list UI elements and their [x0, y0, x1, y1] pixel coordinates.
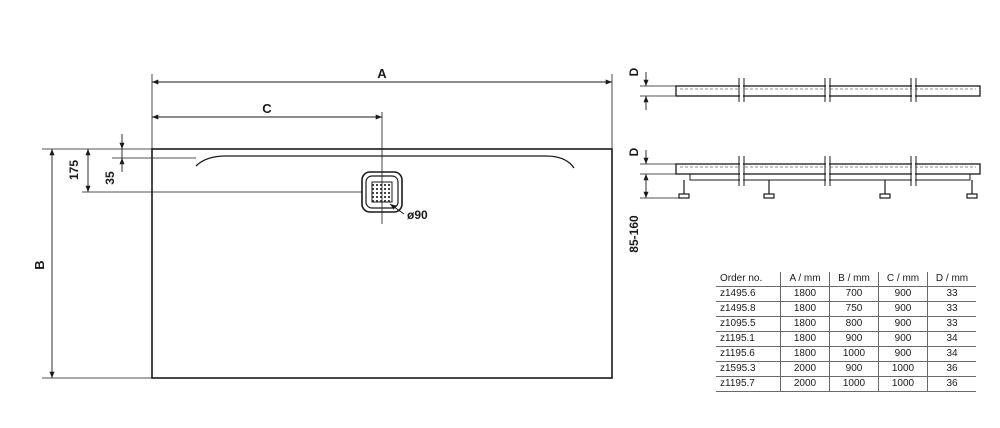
col-order-no: Order no.	[716, 272, 781, 287]
cell-b: 800	[829, 316, 879, 332]
dim-leg-height-label: 85-160	[627, 215, 641, 253]
cell-a: 1800	[780, 286, 830, 302]
dim-c-label: C	[262, 101, 272, 116]
cell-a: 2000	[780, 376, 830, 392]
cell-order-no: z1195.1	[716, 331, 781, 347]
col-b: B / mm	[829, 272, 879, 287]
dimensions-table: Order no. A / mm B / mm C / mm D / mm z1…	[716, 272, 976, 392]
cell-c: 1000	[878, 376, 928, 392]
cell-d: 34	[927, 331, 976, 347]
table-row: z1195.6 1800 1000 900 34	[716, 346, 976, 362]
cell-a: 1800	[780, 301, 830, 317]
table-header-row: Order no. A / mm B / mm C / mm D / mm	[716, 272, 976, 287]
cell-b: 900	[829, 331, 879, 347]
table-row: z1095.5 1800 800 900 33	[716, 316, 976, 332]
cell-c: 900	[878, 331, 928, 347]
col-c: C / mm	[878, 272, 928, 287]
dim-175-label: 175	[67, 160, 81, 180]
cell-c: 900	[878, 286, 928, 302]
table-row: z1495.8 1800 750 900 33	[716, 301, 976, 317]
dim-d-bottom-label: D	[627, 147, 641, 156]
col-d: D / mm	[927, 272, 976, 287]
diameter-leader	[389, 203, 405, 215]
cell-d: 33	[927, 301, 976, 317]
drain-diameter-label: ø90	[407, 208, 428, 222]
cell-a: 1800	[780, 346, 830, 362]
cell-c: 900	[878, 346, 928, 362]
cell-c: 900	[878, 301, 928, 317]
cell-a: 1800	[780, 316, 830, 332]
cell-d: 34	[927, 346, 976, 362]
cell-b: 750	[829, 301, 879, 317]
break-marks-flat	[738, 78, 917, 102]
cell-a: 2000	[780, 361, 830, 377]
cell-a: 1800	[780, 331, 830, 347]
support-legs	[678, 180, 978, 199]
cell-d: 36	[927, 376, 976, 392]
dim-d-top-label: D	[627, 67, 641, 76]
cell-order-no: z1095.5	[716, 316, 781, 332]
cell-c: 1000	[878, 361, 928, 377]
cell-d: 36	[927, 361, 976, 377]
cell-d: 33	[927, 286, 976, 302]
dim-35-label: 35	[103, 171, 117, 185]
col-a: A / mm	[780, 272, 830, 287]
slope-ridge	[195, 155, 575, 169]
cell-b: 1000	[829, 376, 879, 392]
table-row: z1195.7 2000 1000 1000 36	[716, 376, 976, 392]
cell-b: 700	[829, 286, 879, 302]
plan-view	[42, 74, 613, 379]
cell-c: 900	[878, 316, 928, 332]
table-row: z1495.6 1800 700 900 33	[716, 286, 976, 302]
table-row: z1195.1 1800 900 900 34	[716, 331, 976, 347]
cell-order-no: z1495.8	[716, 301, 781, 317]
cell-order-no: z1195.7	[716, 376, 781, 392]
break-marks-legs	[738, 156, 917, 186]
side-view-legs	[640, 150, 981, 199]
cell-b: 1000	[829, 346, 879, 362]
cell-order-no: z1595.3	[716, 361, 781, 377]
side-view-flat	[640, 72, 981, 110]
dim-a-label: A	[377, 66, 387, 81]
table-row: z1595.3 2000 900 1000 36	[716, 361, 976, 377]
cell-b: 900	[829, 361, 879, 377]
cell-order-no: z1495.6	[716, 286, 781, 302]
dim-b-label: B	[32, 260, 47, 269]
cell-order-no: z1195.6	[716, 346, 781, 362]
cell-d: 33	[927, 316, 976, 332]
